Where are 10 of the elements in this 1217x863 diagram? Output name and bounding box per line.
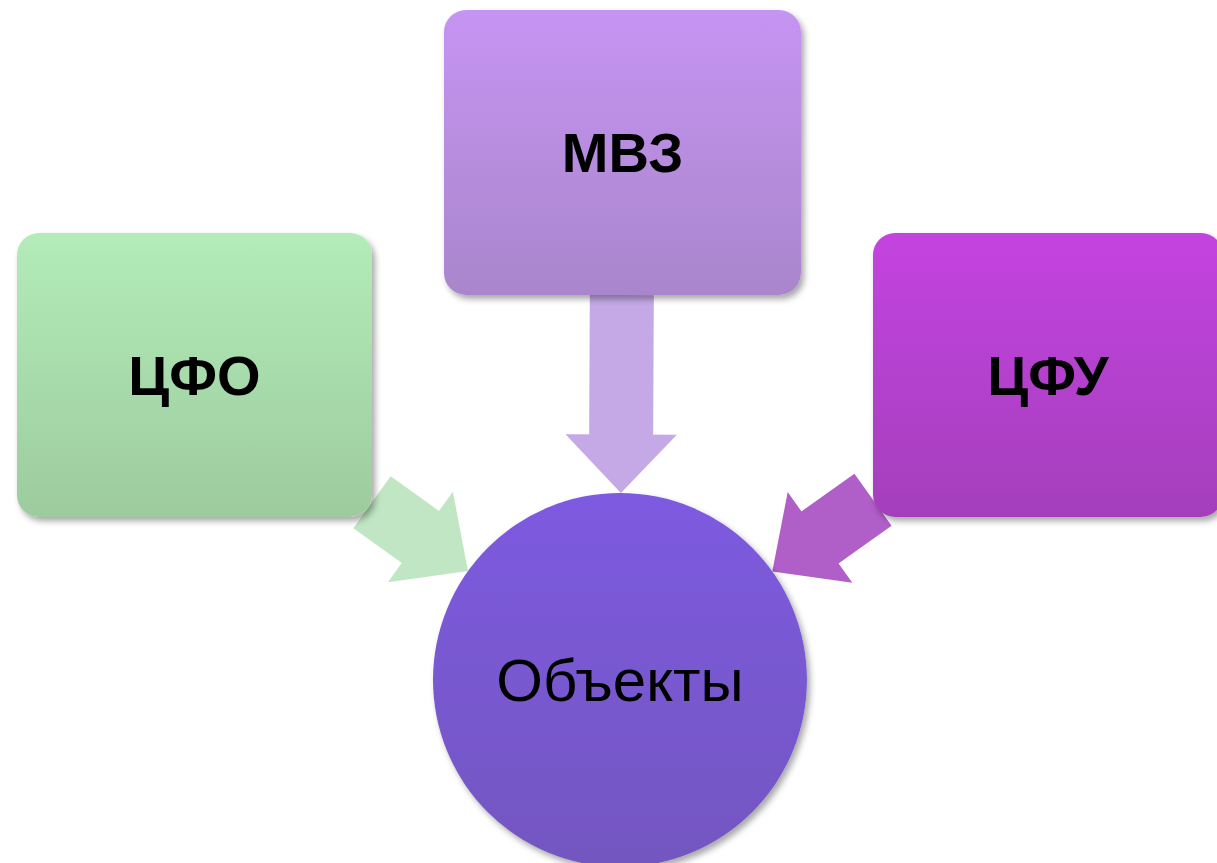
block-arrow: [353, 476, 468, 583]
node-label: Объекты: [496, 645, 744, 715]
process-box: [873, 233, 1217, 517]
node-label: ЦФУ: [987, 342, 1109, 408]
block-arrow: [772, 473, 892, 583]
block-arrow: [565, 294, 677, 493]
node-label: МВЗ: [561, 120, 684, 185]
node-label: ЦФО: [128, 342, 261, 408]
process-box: [444, 10, 801, 295]
process-box: [17, 233, 372, 517]
